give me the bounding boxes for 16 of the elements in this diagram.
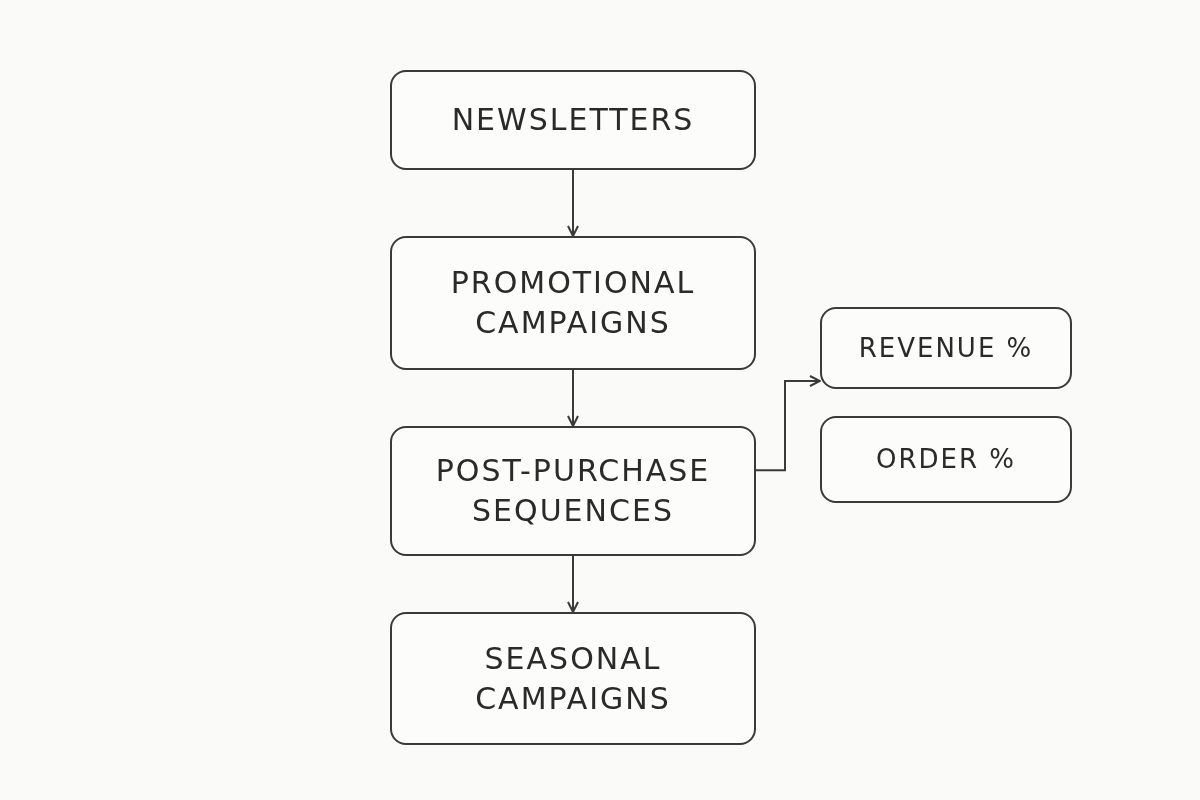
node-label: POST-PURCHASE SEQUENCES	[434, 452, 712, 530]
node-label: ORDER %	[876, 443, 1016, 477]
process-box	[820, 307, 1072, 389]
process-box	[390, 426, 756, 556]
arrow	[567, 369, 579, 427]
node-label: PROMOTIONAL CAMPAIGNS	[449, 264, 697, 342]
arrow	[567, 169, 579, 237]
arrow	[567, 555, 579, 613]
node-label: NEWSLETTERS	[451, 101, 695, 140]
node-label: SEASONAL CAMPAIGNS	[474, 639, 672, 718]
process-box	[390, 70, 756, 170]
process-box	[820, 416, 1072, 503]
process-box	[390, 612, 756, 745]
node-label: REVENUE %	[858, 331, 1034, 365]
process-box	[390, 236, 756, 370]
arrow	[755, 375, 821, 472]
